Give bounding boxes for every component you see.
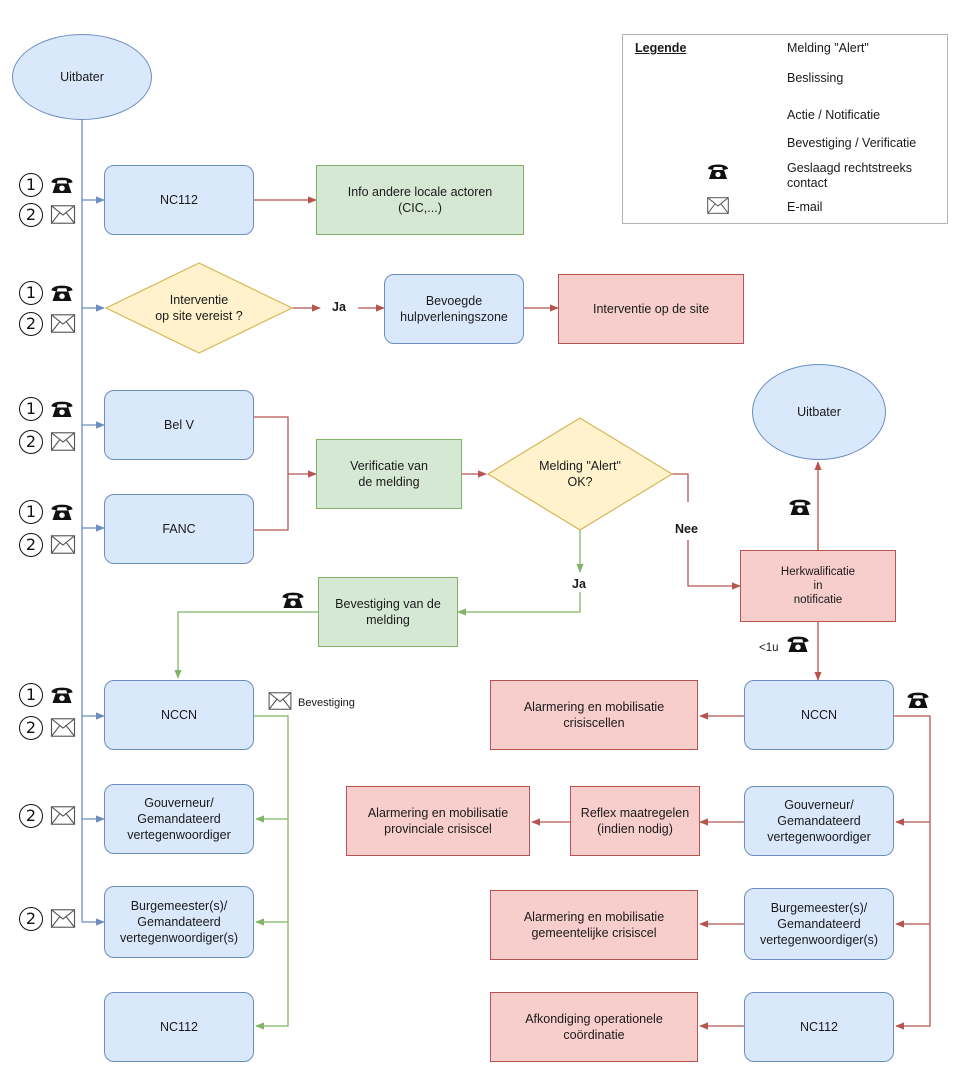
legend-alert-label: Melding "Alert" — [787, 41, 869, 55]
bevestiging-mail-label: Bevestiging — [298, 697, 355, 709]
nc112-left-box: NC112 — [104, 992, 254, 1062]
hulpverleningszone-box: Bevoegde hulpverleningszone — [384, 274, 524, 344]
alarm-gemeentelijke-box: Alarmering en mobilisatie gemeentelijke … — [490, 890, 698, 960]
legend-box: Legende Melding "Alert" Beslissing Actie… — [622, 34, 948, 224]
circled-two-icon: 2 — [19, 907, 43, 931]
legend-mail-icon — [707, 197, 729, 214]
phone-icon — [50, 502, 74, 526]
circled-one-icon: 1 — [19, 500, 43, 524]
phone-icon — [50, 175, 74, 199]
nc112-top-box: NC112 — [104, 165, 254, 235]
phone-icon-herkwalificatie — [787, 636, 809, 652]
mail-icon — [50, 432, 76, 456]
phone-icon — [50, 685, 74, 709]
nccn-left-box: NCCN — [104, 680, 254, 750]
ja-label-1: Ja — [332, 300, 346, 314]
circled-two-icon: 2 — [19, 430, 43, 454]
circled-one-icon: 1 — [19, 173, 43, 197]
info-actoren-box: Info andere locale actoren (CIC,...) — [316, 165, 524, 235]
herkwalificatie-box: Herkwalificatie in notificatie — [740, 550, 896, 622]
decision-diamond-melding — [486, 417, 674, 531]
mail-icon — [50, 718, 76, 742]
gouverneur-right-box: Gouverneur/ Gemandateerd vertegenwoordig… — [744, 786, 894, 856]
interventie-question: Interventie op site vereist ? — [155, 293, 243, 323]
mail-icon — [50, 535, 76, 559]
lt1u-label: <1u — [759, 642, 779, 654]
burgemeester-left-box: Burgemeester(s)/ Gemandateerd vertegenwo… — [104, 886, 254, 958]
ja-label-2: Ja — [572, 577, 586, 591]
bevestiging-melding-box: Bevestiging van de melding — [318, 577, 458, 647]
uitbater-top-oval: Uitbater — [12, 34, 152, 120]
alarm-crisiscellen-box: Alarmering en mobilisatie crisiscellen — [490, 680, 698, 750]
phone-icon-nccn-right — [907, 692, 929, 708]
legend-phone-icon — [708, 164, 728, 179]
circled-two-icon: 2 — [19, 804, 43, 828]
legend-title: Legende — [635, 41, 687, 55]
alarm-provinciale-box: Alarmering en mobilisatie provinciale cr… — [346, 786, 530, 856]
verificatie-box: Verificatie van de melding — [316, 439, 462, 509]
belv-box: Bel V — [104, 390, 254, 460]
circled-one-icon: 1 — [19, 397, 43, 421]
legend-confirm-label: Bevestiging / Verificatie — [787, 136, 917, 150]
reflex-box: Reflex maatregelen (indien nodig) — [570, 786, 700, 856]
circled-two-icon: 2 — [19, 312, 43, 336]
mail-icon — [50, 314, 76, 338]
mail-icon — [50, 806, 76, 830]
circled-two-icon: 2 — [19, 203, 43, 227]
phone-icon-uitbater-right — [789, 499, 811, 515]
afkondiging-box: Afkondiging operationele coördinatie — [490, 992, 698, 1062]
mail-icon — [50, 205, 76, 229]
phone-icon — [50, 399, 74, 423]
phone-icon-bevestiging — [282, 592, 304, 608]
legend-action-label: Actie / Notificatie — [787, 108, 881, 122]
legend-mail-label: E-mail — [787, 200, 823, 214]
circled-two-icon: 2 — [19, 716, 43, 740]
burgemeester-right-box: Burgemeester(s)/ Gemandateerd vertegenwo… — [744, 888, 894, 960]
legend-decision-label: Beslissing — [787, 71, 844, 85]
interventie-site-box: Interventie op de site — [558, 274, 744, 344]
nee-label: Nee — [675, 522, 698, 536]
phone-icon — [50, 283, 74, 307]
gouverneur-left-box: Gouverneur/ Gemandateerd vertegenwoordig… — [104, 784, 254, 854]
uitbater-right-oval: Uitbater — [752, 364, 886, 460]
circled-one-icon: 1 — [19, 683, 43, 707]
decision-diamond-interventie — [104, 262, 294, 354]
fanc-box: FANC — [104, 494, 254, 564]
circled-two-icon: 2 — [19, 533, 43, 557]
mail-icon — [50, 909, 76, 933]
mail-icon-bevestiging — [268, 692, 292, 710]
nc112-right-box: NC112 — [744, 992, 894, 1062]
melding-ok-question: Melding "Alert" OK? — [539, 459, 621, 489]
circled-one-icon: 1 — [19, 281, 43, 305]
nccn-right-box: NCCN — [744, 680, 894, 750]
legend-phone-label: Geslaagd rechtstreeks contact — [787, 161, 913, 190]
